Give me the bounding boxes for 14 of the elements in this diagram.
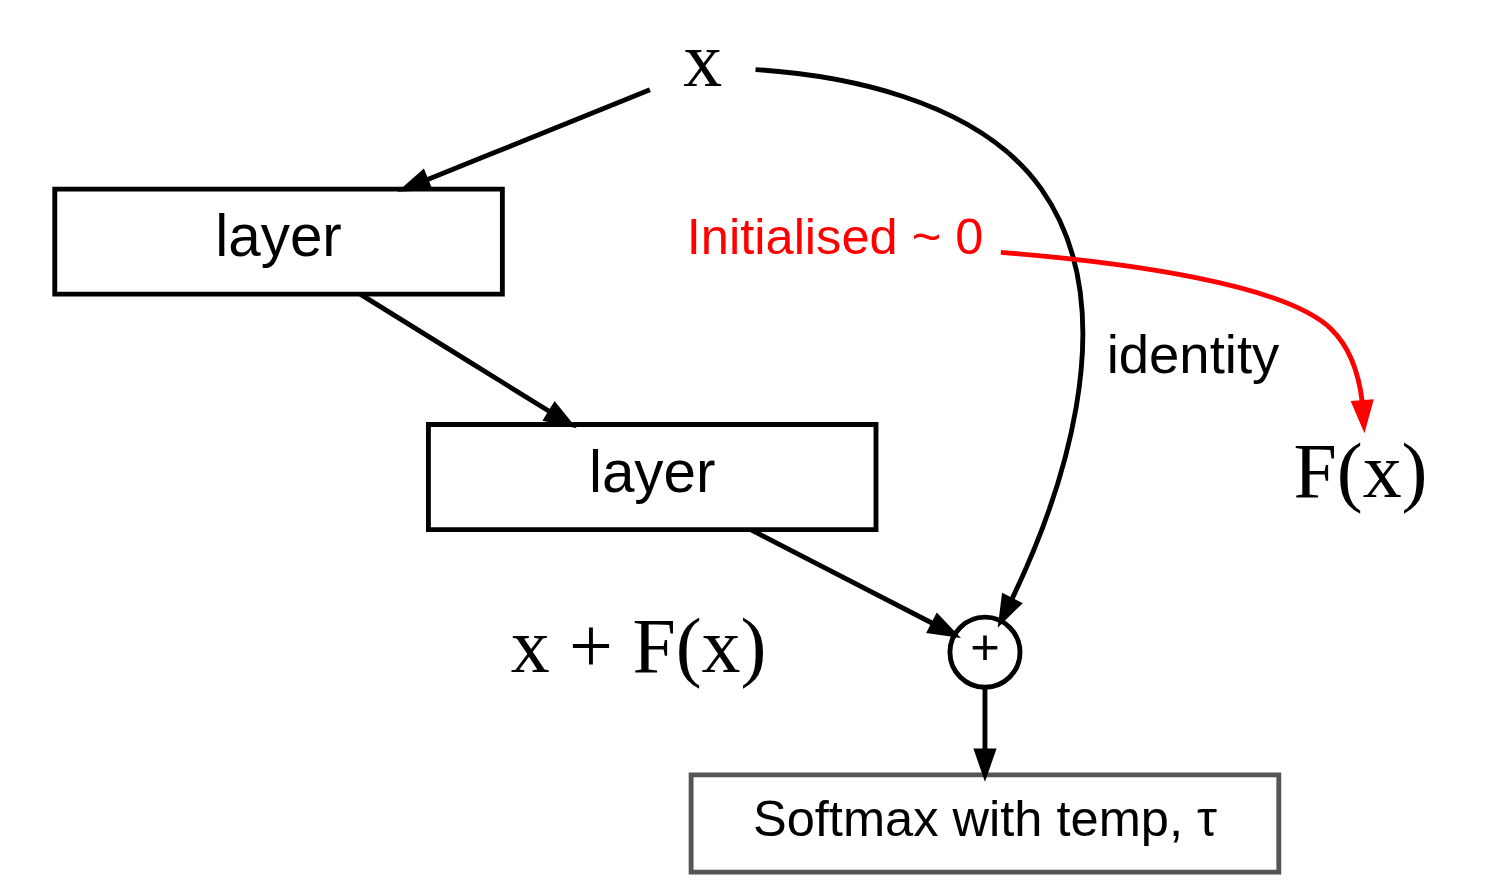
label: x + F(x): [510, 602, 767, 689]
node-text: Initialised ~ 0: [686, 207, 984, 265]
node-box: Softmax with temp, τ: [688, 772, 1282, 875]
node-box: layer: [52, 186, 505, 297]
arrow: [755, 67, 1086, 628]
node-circle: +: [947, 614, 1023, 690]
arrow: [397, 87, 651, 192]
arrow: [973, 688, 997, 782]
node-text: F(x): [1293, 427, 1428, 514]
node-box: layer: [426, 422, 879, 533]
node-text: x: [683, 16, 723, 103]
arrow: [750, 527, 961, 638]
edge-label: identity: [1106, 323, 1280, 385]
arrow: [1000, 249, 1374, 434]
